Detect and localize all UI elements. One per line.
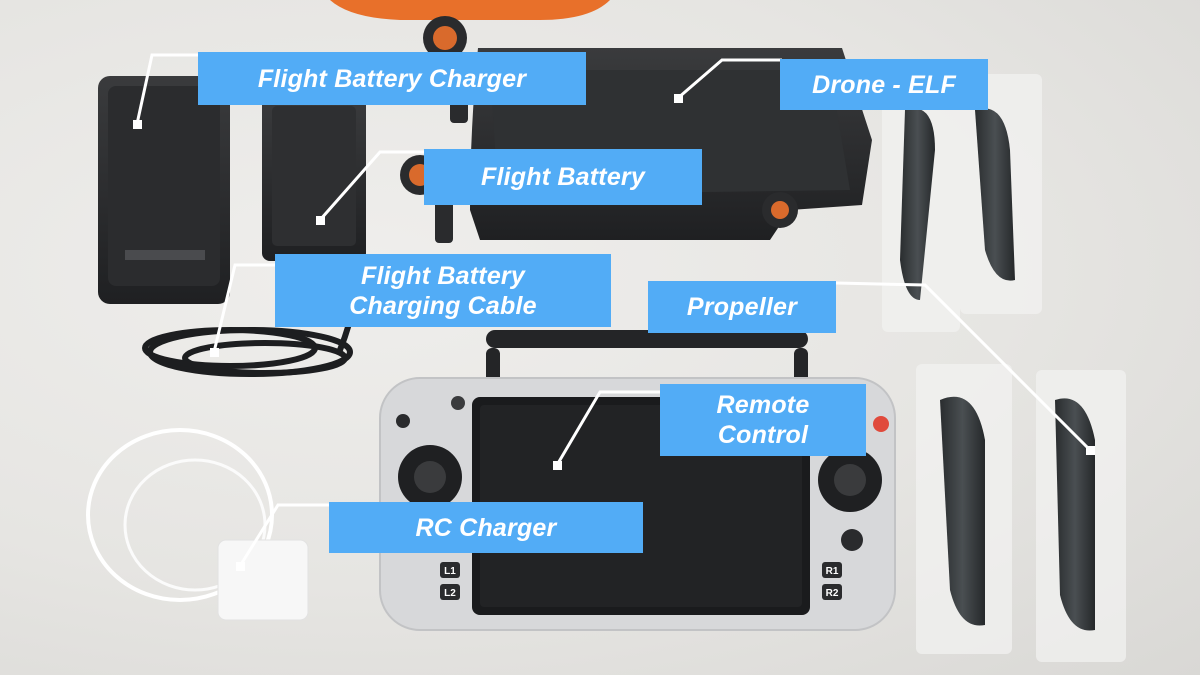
leader-lines <box>135 53 1092 567</box>
label-text: RC Charger <box>415 513 557 542</box>
label-text-line1: Flight Battery <box>361 261 525 290</box>
drone-object <box>400 16 872 243</box>
flight-battery-charger-object <box>98 76 230 304</box>
flight-battery-object <box>262 96 366 261</box>
propeller-bag-bottom-left <box>916 364 1012 654</box>
label-rc-charger: RC Charger <box>329 502 643 553</box>
propeller-bag-bottom-right <box>1036 370 1126 662</box>
label-propeller: Propeller <box>648 281 836 333</box>
button-r2-label: R2 <box>826 588 839 599</box>
label-text: Drone - ELF <box>812 70 956 99</box>
button-r1-label: R1 <box>826 566 839 577</box>
controller-buttons: L1 L2 R1 R2 <box>440 562 842 600</box>
label-text: Flight Battery Charger <box>257 64 527 93</box>
label-remote-control: Remote Control <box>660 384 866 456</box>
propeller-bag-top-left <box>882 74 960 332</box>
label-drone-elf: Drone - ELF <box>780 59 988 110</box>
leader-dots <box>133 94 1095 571</box>
label-text-line2: Charging Cable <box>349 291 537 320</box>
label-flight-battery-charging-cable: Flight Battery Charging Cable <box>275 254 611 327</box>
orange-case <box>330 0 610 20</box>
label-text-line2: Control <box>717 421 809 449</box>
propeller-bag-top-right <box>960 74 1042 314</box>
label-text: Propeller <box>686 293 798 321</box>
button-l1-label: L1 <box>444 566 456 577</box>
label-flight-battery-charger: Flight Battery Charger <box>198 52 586 105</box>
label-text-line1: Remote <box>716 391 810 419</box>
rc-charger-object <box>86 428 309 621</box>
button-l2-label: L2 <box>444 588 456 599</box>
label-text: Flight Battery <box>481 163 645 191</box>
label-flight-battery: Flight Battery <box>424 149 702 205</box>
